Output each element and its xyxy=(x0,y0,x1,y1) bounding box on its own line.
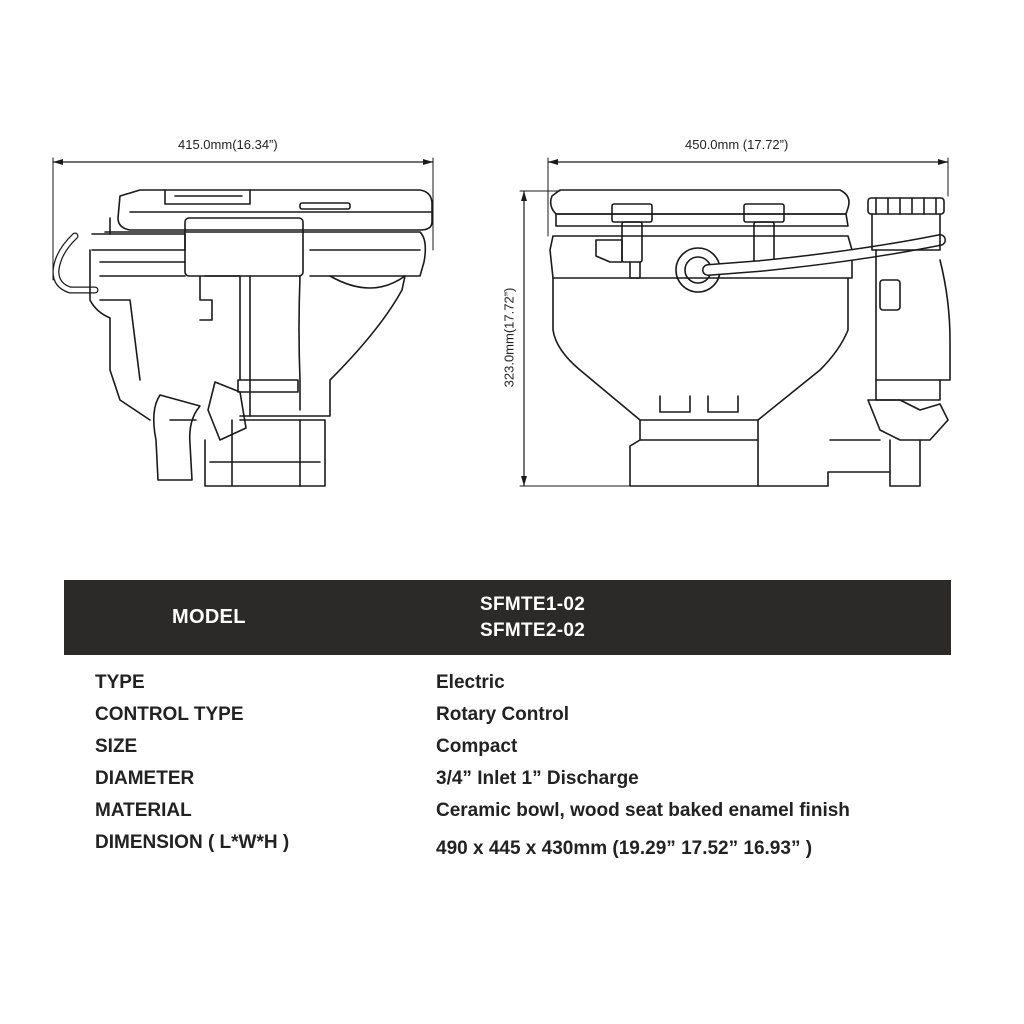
spec-key: TYPE xyxy=(95,672,145,693)
spec-row-control-type: CONTROL TYPE Rotary Control xyxy=(95,702,975,734)
spec-row-dimension: DIMENSION ( L*W*H ) 490 x 445 x 430mm (1… xyxy=(95,830,975,862)
model-value: SFMTE1-02 xyxy=(480,594,586,615)
height-label: 323.0mm(17.72”) xyxy=(501,287,517,388)
spec-row-type: TYPE Electric xyxy=(95,670,975,702)
spec-key: DIAMETER xyxy=(95,768,195,789)
spec-value: Electric xyxy=(436,672,505,693)
spec-value: Rotary Control xyxy=(436,704,569,725)
spec-key: SIZE xyxy=(95,736,138,757)
model-label: MODEL xyxy=(172,606,246,628)
spec-key: MATERIAL xyxy=(95,800,192,821)
spec-value: Compact xyxy=(436,736,518,757)
model-value: SFMTE2-02 xyxy=(480,620,586,641)
technical-drawing xyxy=(52,157,951,487)
model-header-bar: MODEL SFMTE1-02 SFMTE2-02 xyxy=(64,580,951,655)
side-width-dimension xyxy=(52,157,434,281)
spec-table: TYPE Electric CONTROL TYPE Rotary Contro… xyxy=(95,670,975,862)
spec-row-diameter: DIAMETER 3/4” Inlet 1” Discharge xyxy=(95,766,975,798)
side-view-drawing xyxy=(52,189,433,487)
front-width-dimension xyxy=(547,157,949,237)
height-dimension xyxy=(519,190,631,487)
spec-key: DIMENSION ( L*W*H ) xyxy=(95,832,290,853)
spec-row-material: MATERIAL Ceramic bowl, wood seat baked e… xyxy=(95,798,975,830)
spec-value: Ceramic bowl, wood seat baked enamel fin… xyxy=(436,800,850,821)
spec-key: CONTROL TYPE xyxy=(95,704,244,725)
model-values: SFMTE1-02 SFMTE2-02 xyxy=(480,592,585,644)
side-width-label: 415.0mm(16.34”) xyxy=(178,137,278,152)
spec-row-size: SIZE Compact xyxy=(95,734,975,766)
front-view-drawing xyxy=(549,189,951,487)
spec-value: 490 x 445 x 430mm (19.29” 17.52” 16.93” … xyxy=(436,838,813,859)
spec-value: 3/4” Inlet 1” Discharge xyxy=(436,768,639,789)
front-width-label: 450.0mm (17.72”) xyxy=(685,137,789,152)
